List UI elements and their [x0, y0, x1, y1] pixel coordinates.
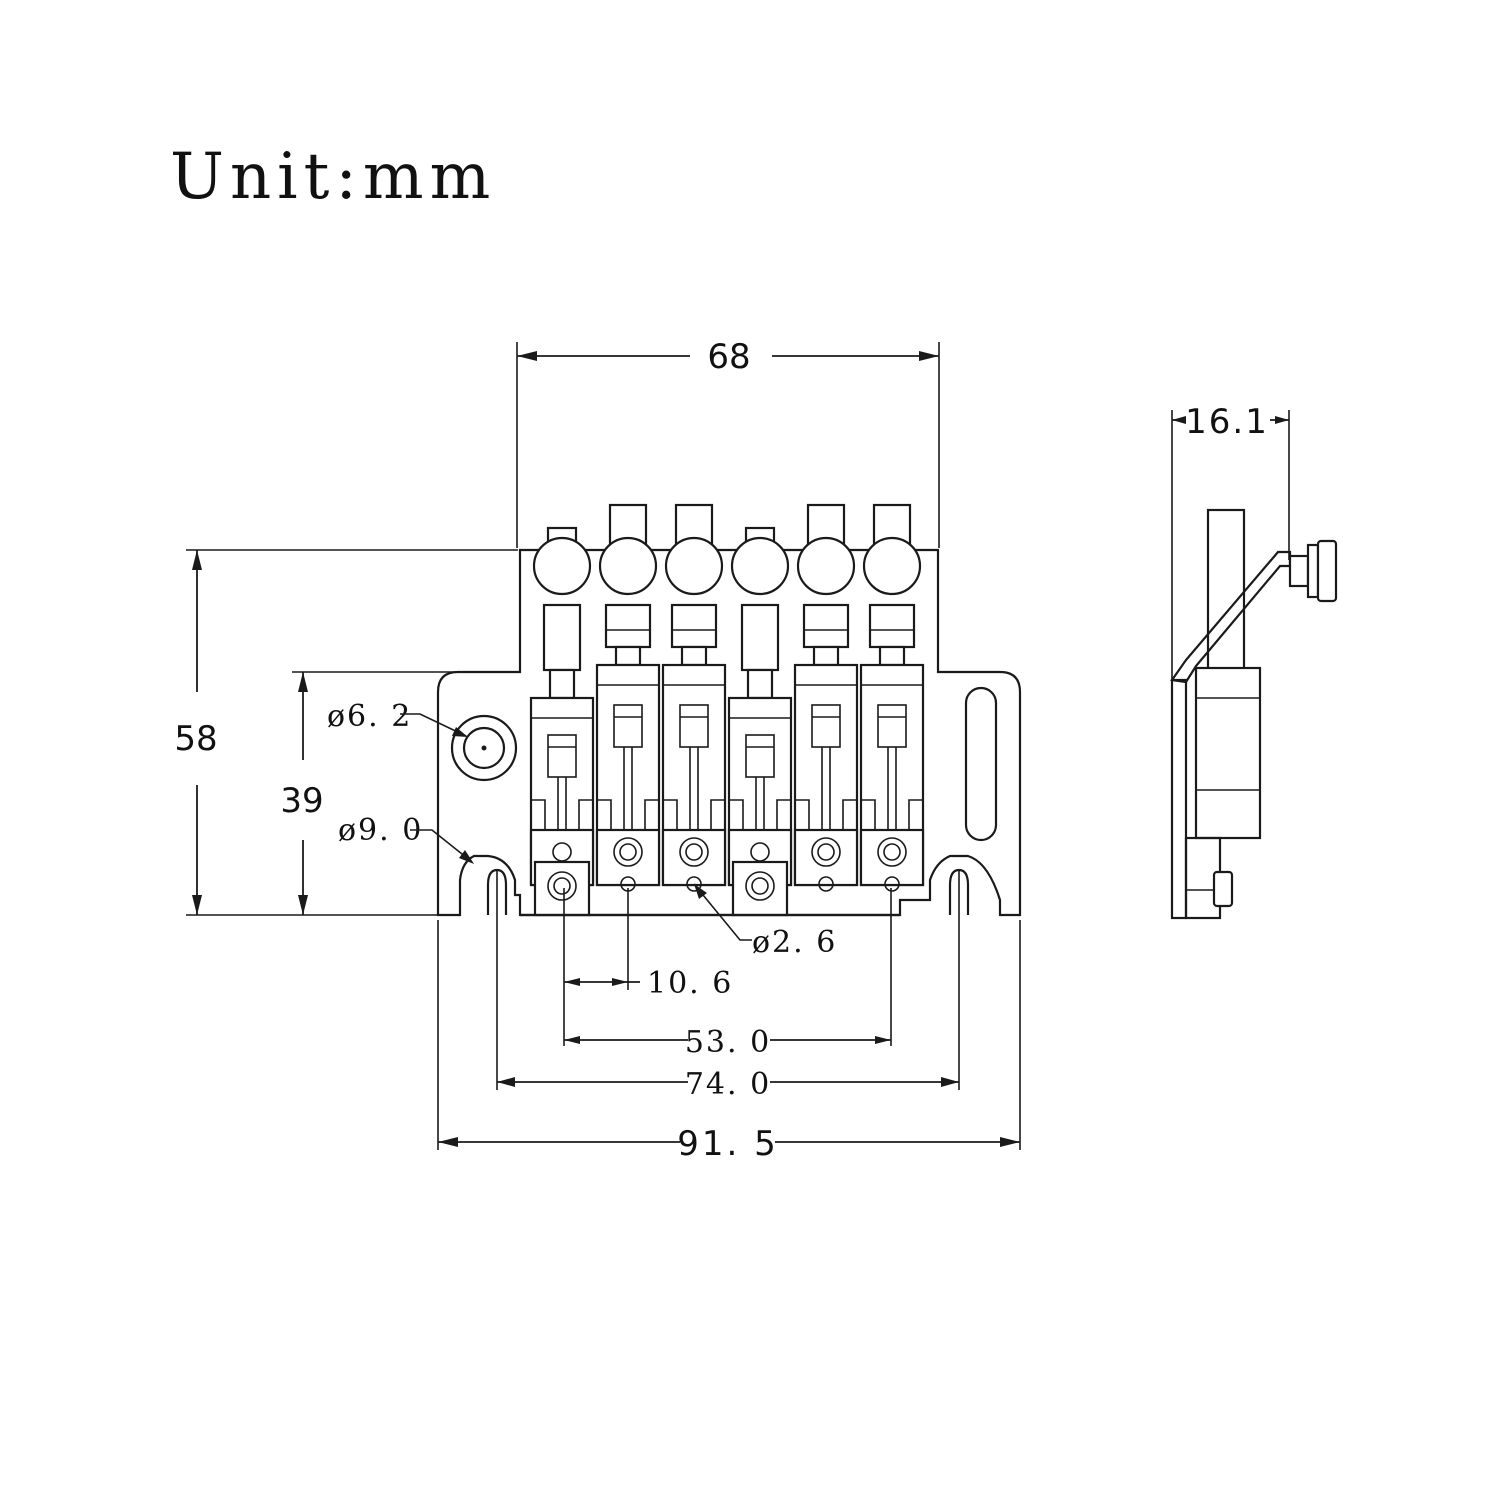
saddle-3-intonation-screw — [679, 837, 709, 867]
dim-16-1-label: 16.1 — [1185, 402, 1269, 442]
dim-53-arrow-right — [875, 1036, 891, 1044]
dim-58-label: 58 — [174, 719, 217, 759]
front-view — [436, 503, 1022, 917]
saddle-group — [529, 503, 925, 917]
small-mount-hole — [462, 726, 506, 770]
saddle-1-mount-screw — [547, 871, 577, 901]
saddle-5-intonation-screw-inner — [817, 843, 835, 861]
side-angled-plate — [1170, 550, 1292, 684]
mount-hole-center — [481, 745, 487, 751]
saddle-5-clamp-neck — [812, 645, 840, 667]
dim-hole-small-label: ø6. 2 — [327, 699, 412, 734]
dim-10-6-label: 10. 6 — [647, 966, 733, 1001]
dim-39-label: 39 — [280, 781, 323, 821]
right-vertical-slot — [964, 686, 998, 842]
dim-58-arrow-bottom — [192, 895, 202, 915]
side-tuner-shaft — [1288, 554, 1310, 588]
saddle-6-lock-bolt — [862, 536, 922, 596]
saddle-4-clamp-neck — [746, 668, 774, 700]
dim-16-1-arrow-left — [1172, 416, 1186, 424]
saddle-1-mount-screw-inner — [553, 877, 571, 895]
dim-74-label: 74. 0 — [685, 1067, 771, 1102]
saddle-5-lower-block — [793, 828, 859, 887]
saddle-2-intonation-screw — [613, 837, 643, 867]
saddle-6-lower-block — [859, 828, 925, 887]
saddle-2-lower-block — [595, 828, 661, 887]
dim-74-arrow-right — [941, 1077, 959, 1087]
dim-hole-large-label: ø9. 0 — [338, 813, 423, 848]
saddle-2-clamp-neck — [614, 645, 642, 667]
dim-pin-label: ø2. 6 — [752, 925, 837, 960]
dim-39-arrow-top — [298, 672, 308, 692]
side-saddle-body — [1194, 666, 1262, 840]
saddle-5-lock-bolt — [796, 536, 856, 596]
saddle-2-intonation-screw-inner — [619, 843, 637, 861]
dim-10-6-arrow-right — [612, 978, 628, 986]
dim-hole-small-leader — [400, 713, 467, 737]
dim-hole-large-leader — [410, 829, 473, 863]
side-base-plate — [1170, 678, 1188, 920]
side-view: 16.1 — [1170, 402, 1338, 920]
saddle-6-clamp-neck — [878, 645, 906, 667]
side-tuner-neck — [1306, 543, 1320, 599]
saddle-5-pin — [818, 876, 834, 892]
saddle-4-lock-bolt — [730, 536, 790, 596]
side-bottom-screw — [1212, 870, 1234, 908]
saddle-1-clamp-neck — [548, 668, 576, 700]
saddle-1-lock-bolt — [532, 536, 592, 596]
saddle-4-mount-screw-inner — [751, 877, 769, 895]
dim-68-arrow-right — [919, 351, 939, 361]
saddle-6-intonation-screw-inner — [883, 843, 901, 861]
dim-53-arrow-left — [564, 1036, 580, 1044]
saddle-3-lower-block — [661, 828, 727, 887]
saddle-2-lock-bolt — [598, 536, 658, 596]
dim-58-arrow-top — [192, 550, 202, 570]
large-mount-hole — [450, 714, 518, 782]
dim-68-label: 68 — [707, 337, 750, 377]
dim-53-label: 53. 0 — [685, 1025, 771, 1060]
dim-74-arrow-left — [497, 1077, 515, 1087]
saddle-4-mount-block — [731, 860, 789, 917]
saddle-6-window — [877, 704, 907, 748]
dim-hole-large-arrow — [459, 850, 474, 864]
saddle-3-window — [679, 704, 709, 748]
saddle-1-window — [547, 734, 577, 778]
dim-hole-small-arrow — [452, 727, 468, 737]
saddle-3-intonation-screw-inner — [685, 843, 703, 861]
dim-pin-arrow — [694, 884, 707, 899]
dim-pin-leader — [693, 883, 752, 941]
dim-91-5-arrow-left — [438, 1137, 458, 1147]
unit-title: Unit:mm — [170, 140, 497, 214]
saddle-3-clamp-neck — [680, 645, 708, 667]
saddle-1-clamp-block — [542, 603, 582, 672]
side-tuner-knob — [1316, 539, 1338, 603]
saddle-4-mount-screw — [745, 871, 775, 901]
saddle-3-lock-bolt — [664, 536, 724, 596]
saddle-5-clamp-block — [802, 603, 850, 649]
saddle-2-clamp-block — [604, 603, 652, 649]
saddle-3-pin — [686, 876, 702, 892]
dim-39-arrow-bottom — [298, 895, 308, 915]
saddle-5-intonation-screw — [811, 837, 841, 867]
saddle-2-window — [613, 704, 643, 748]
saddle-3-clamp-block — [670, 603, 718, 649]
saddle-4-clamp-block — [740, 603, 780, 672]
front-dimensions: 68 58 39 ø6. 2 ø9. 0 — [174, 337, 1021, 1164]
saddle-5-window — [811, 704, 841, 748]
dim-91-5-arrow-right — [1000, 1137, 1020, 1147]
dim-10-6-arrow-left — [564, 978, 580, 986]
dim-91-5-label: 91. 5 — [677, 1124, 779, 1164]
saddle-6-intonation-screw — [877, 837, 907, 867]
saddle-6-pin — [884, 876, 900, 892]
dim-16-1-arrow-right — [1275, 416, 1289, 424]
saddle-6-clamp-block — [868, 603, 916, 649]
dim-68-arrow-left — [517, 351, 537, 361]
saddle-1-mount-block — [533, 860, 591, 917]
saddle-4-window — [745, 734, 775, 778]
